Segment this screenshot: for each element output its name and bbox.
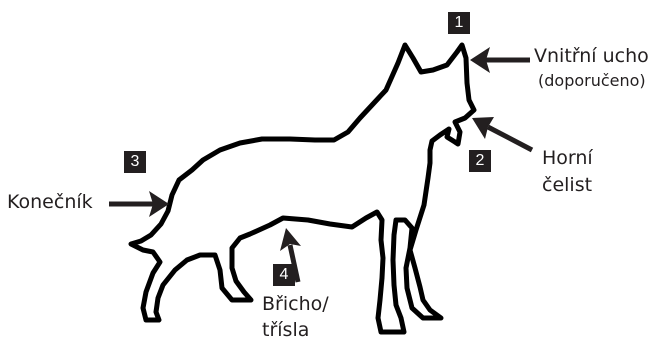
site-2-label-line1: Horní	[542, 147, 593, 170]
site-4-badge: 4	[273, 264, 295, 286]
site-2-badge: 2	[469, 150, 491, 172]
site-1-badge: 1	[448, 12, 470, 34]
arrow-3	[109, 191, 169, 217]
site-3-label: Konečník	[7, 191, 93, 214]
arrow-1	[470, 47, 530, 73]
site-1-label: Vnitřní ucho	[534, 45, 649, 68]
site-4-label-line2: třísla	[262, 319, 309, 342]
site-1-note: (doporučeno)	[538, 71, 646, 91]
arrow-2	[472, 117, 532, 150]
dog-outline	[131, 45, 474, 332]
site-2-label-line2: čelist	[542, 174, 592, 197]
site-4-label-line1: Břicho/	[262, 293, 329, 316]
site-3-badge: 3	[124, 151, 146, 173]
